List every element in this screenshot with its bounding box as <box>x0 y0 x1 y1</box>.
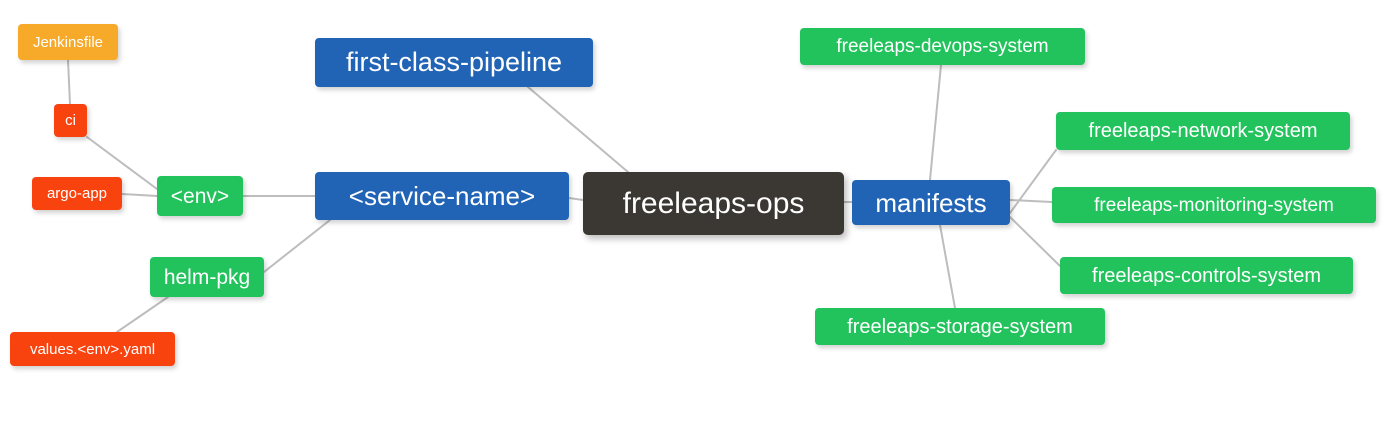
edge-manifests-network <box>1009 149 1057 214</box>
node-freeleaps-ops[interactable]: freeleaps-ops <box>583 172 844 235</box>
node-manifests[interactable]: manifests <box>852 180 1010 225</box>
edge-manifests-monitoring <box>1009 199 1053 203</box>
edge-service-name-freeleaps-ops <box>568 197 584 201</box>
node-label: argo-app <box>46 185 108 202</box>
node-service-name[interactable]: <service-name> <box>315 172 569 220</box>
edge-first-class-pipeline-freeleaps-ops <box>527 86 629 173</box>
node-label: freeleaps-ops <box>622 186 805 220</box>
node-values-yaml[interactable]: values.<env>.yaml <box>10 332 175 366</box>
edge-manifests-controls <box>1009 216 1061 267</box>
edge-manifests-storage <box>939 224 956 309</box>
node-label: freeleaps-network-system <box>1088 120 1318 142</box>
node-label: ci <box>65 112 76 129</box>
node-label: Jenkinsfile <box>32 33 104 51</box>
node-label: values.<env>.yaml <box>29 340 156 358</box>
node-label: freeleaps-monitoring-system <box>1094 194 1334 216</box>
node-ci[interactable]: ci <box>54 104 87 137</box>
edge-jenkinsfile-ci <box>67 59 71 105</box>
node-label: freeleaps-controls-system <box>1092 264 1321 287</box>
node-label: manifests <box>875 187 987 218</box>
node-label: first-class-pipeline <box>345 47 563 77</box>
node-freeleaps-network-system[interactable]: freeleaps-network-system <box>1056 112 1350 150</box>
node-freeleaps-storage-system[interactable]: freeleaps-storage-system <box>815 308 1105 345</box>
edge-manifests-devops <box>929 64 942 181</box>
edge-service-name-helm-pkg <box>263 219 331 273</box>
node-jenkinsfile[interactable]: Jenkinsfile <box>18 24 118 60</box>
node-freeleaps-monitoring-system[interactable]: freeleaps-monitoring-system <box>1052 187 1376 223</box>
edge-helm-pkg-values-yaml <box>116 296 169 333</box>
node-label: helm-pkg <box>163 265 251 289</box>
node-label: <service-name> <box>348 181 536 211</box>
node-helm-pkg[interactable]: helm-pkg <box>150 257 264 297</box>
node-env[interactable]: <env> <box>157 176 243 216</box>
node-freeleaps-devops-system[interactable]: freeleaps-devops-system <box>800 28 1085 65</box>
node-first-class-pipeline[interactable]: first-class-pipeline <box>315 38 593 87</box>
node-label: freeleaps-storage-system <box>847 315 1073 338</box>
node-freeleaps-controls-system[interactable]: freeleaps-controls-system <box>1060 257 1353 294</box>
node-label: <env> <box>170 184 230 208</box>
edge-argo-app-env <box>121 193 158 197</box>
node-argo-app[interactable]: argo-app <box>32 177 122 210</box>
node-label: freeleaps-devops-system <box>836 36 1049 57</box>
